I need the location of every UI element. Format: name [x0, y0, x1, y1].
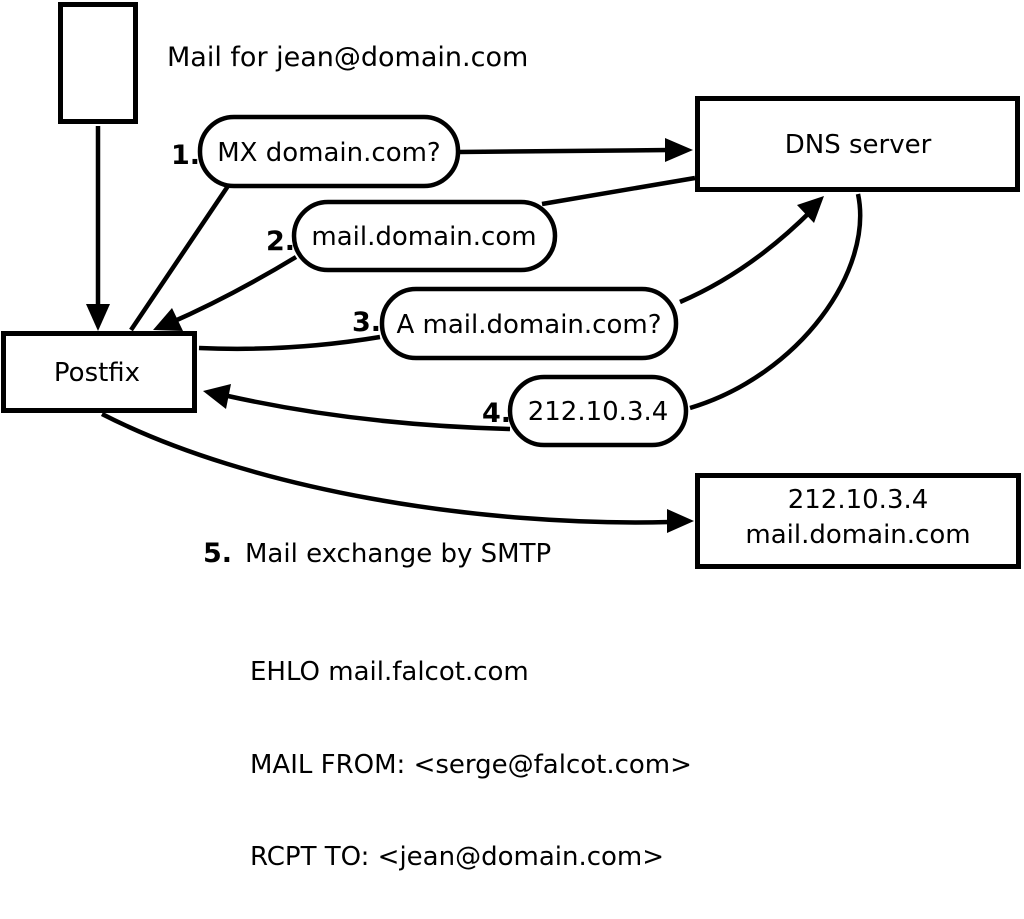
mail-server-ip-label: 212.10.3.4 [788, 485, 929, 515]
arrowhead-query3-icon [797, 196, 824, 223]
arrowhead-smtp-icon [667, 509, 694, 533]
reply-pill-2 [291, 199, 558, 273]
line-dns-to-reply4 [689, 193, 863, 411]
arrowheads [86, 138, 824, 533]
arrow-query3-to-dns [679, 208, 814, 305]
nodes [1, 2, 1021, 569]
dns-server-label: DNS server [785, 130, 932, 160]
smtp-line-rcpt-to: RCPT TO: <jean@domain.com> [250, 842, 665, 872]
step-5-number: 5. [203, 538, 232, 569]
step-4-number: 4. [482, 398, 511, 429]
line-dns-to-reply2 [541, 175, 696, 207]
mail-server-host-label: mail.domain.com [745, 520, 970, 550]
line-postfix-to-query1 [129, 184, 230, 332]
step-5-label: Mail exchange by SMTP [245, 539, 551, 569]
mail-for-label: Mail for jean@domain.com [167, 42, 528, 73]
step-3-number: 3. [352, 307, 381, 338]
arrowhead-right-dns-icon [665, 138, 693, 162]
arrow-query1-to-dns [458, 147, 671, 155]
arrowhead-down-postfix-icon [86, 304, 110, 331]
step-1-label: MX domain.com? [217, 138, 440, 168]
query-pill-1 [197, 114, 461, 189]
envelope-icon [58, 2, 138, 124]
mail-server-node [695, 473, 1021, 569]
arrowhead-reply4-icon [203, 384, 231, 409]
reply-pill-4 [507, 374, 689, 448]
connector-lines [95, 126, 863, 525]
smtp-session-transcript: EHLO mail.falcot.com MAIL FROM: <serge@f… [250, 596, 692, 919]
step-4-label: 212.10.3.4 [528, 397, 669, 427]
step-2-label: mail.domain.com [311, 222, 536, 252]
arrow-reply4-to-postfix [227, 393, 511, 432]
smtp-line-ehlo: EHLO mail.falcot.com [250, 657, 529, 687]
step-2-number: 2. [266, 226, 295, 257]
smtp-line-mail-from: MAIL FROM: <serge@falcot.com> [250, 749, 692, 780]
step-3-label: A mail.domain.com? [397, 310, 662, 340]
arrowhead-reply2-icon [153, 308, 183, 331]
dns-server-node [695, 96, 1020, 192]
arrow-reply2-to-postfix [167, 255, 298, 327]
arrow-postfix-to-mailserver [100, 411, 671, 525]
step-1-number: 1. [171, 140, 200, 171]
postfix-label: Postfix [54, 358, 140, 388]
line-postfix-to-query3 [198, 334, 381, 352]
query-pill-3 [379, 286, 679, 361]
postfix-node [1, 331, 197, 413]
